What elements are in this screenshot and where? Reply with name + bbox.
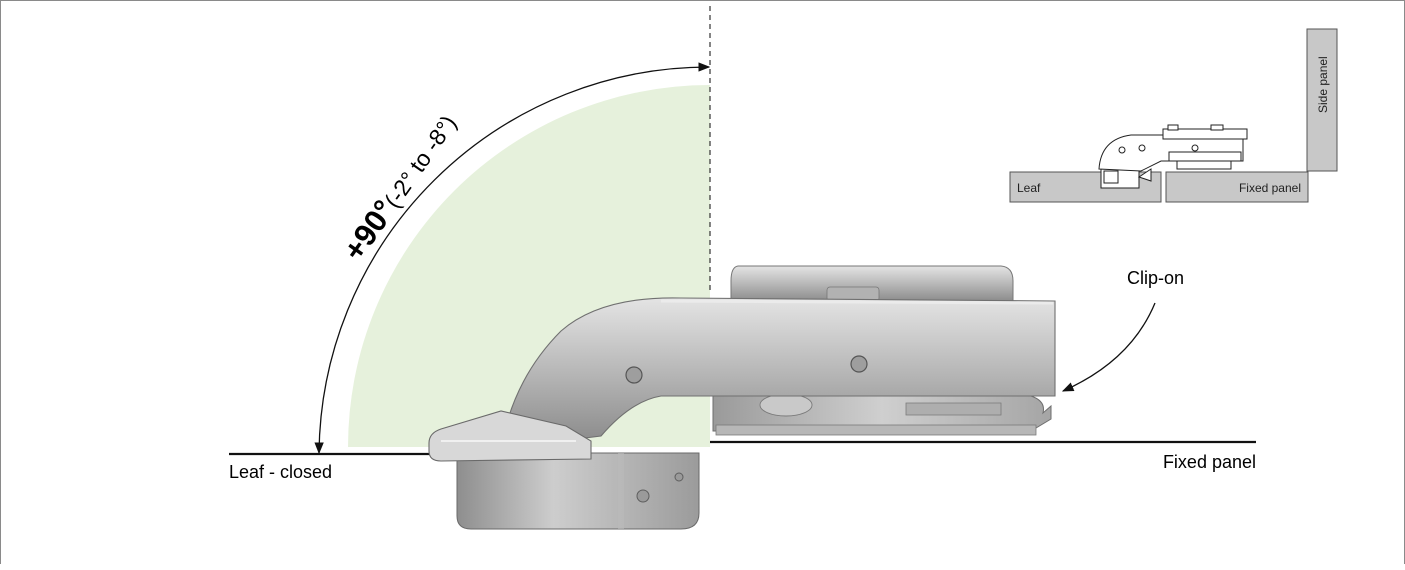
inset-side-panel bbox=[1306, 28, 1338, 172]
clip-on-arrow bbox=[1061, 302, 1156, 392]
inset-fixed-panel-label: Fixed panel bbox=[1239, 181, 1301, 195]
hinge-arm bbox=[505, 297, 1056, 442]
inset-side-panel-label: Side panel bbox=[1316, 56, 1330, 113]
arm-rivet bbox=[625, 366, 643, 384]
clip-on-label: Clip-on bbox=[1127, 268, 1184, 288]
hinge-flap bbox=[428, 410, 592, 462]
leaf-closed-label: Leaf - closed bbox=[229, 462, 332, 482]
fixed-panel-label: Fixed panel bbox=[1163, 452, 1256, 472]
inset-hinge-sketch bbox=[1098, 124, 1248, 189]
inset-diagram: Leaf Fixed panel Side panel bbox=[1009, 28, 1338, 203]
hinge-cup bbox=[456, 452, 700, 530]
angle-arc-arrow bbox=[314, 62, 711, 455]
inset-fixed-panel bbox=[1165, 171, 1309, 203]
hinge-illustration bbox=[428, 265, 1056, 530]
inset-leaf-label: Leaf bbox=[1017, 181, 1041, 195]
arm-rivet bbox=[850, 355, 868, 373]
